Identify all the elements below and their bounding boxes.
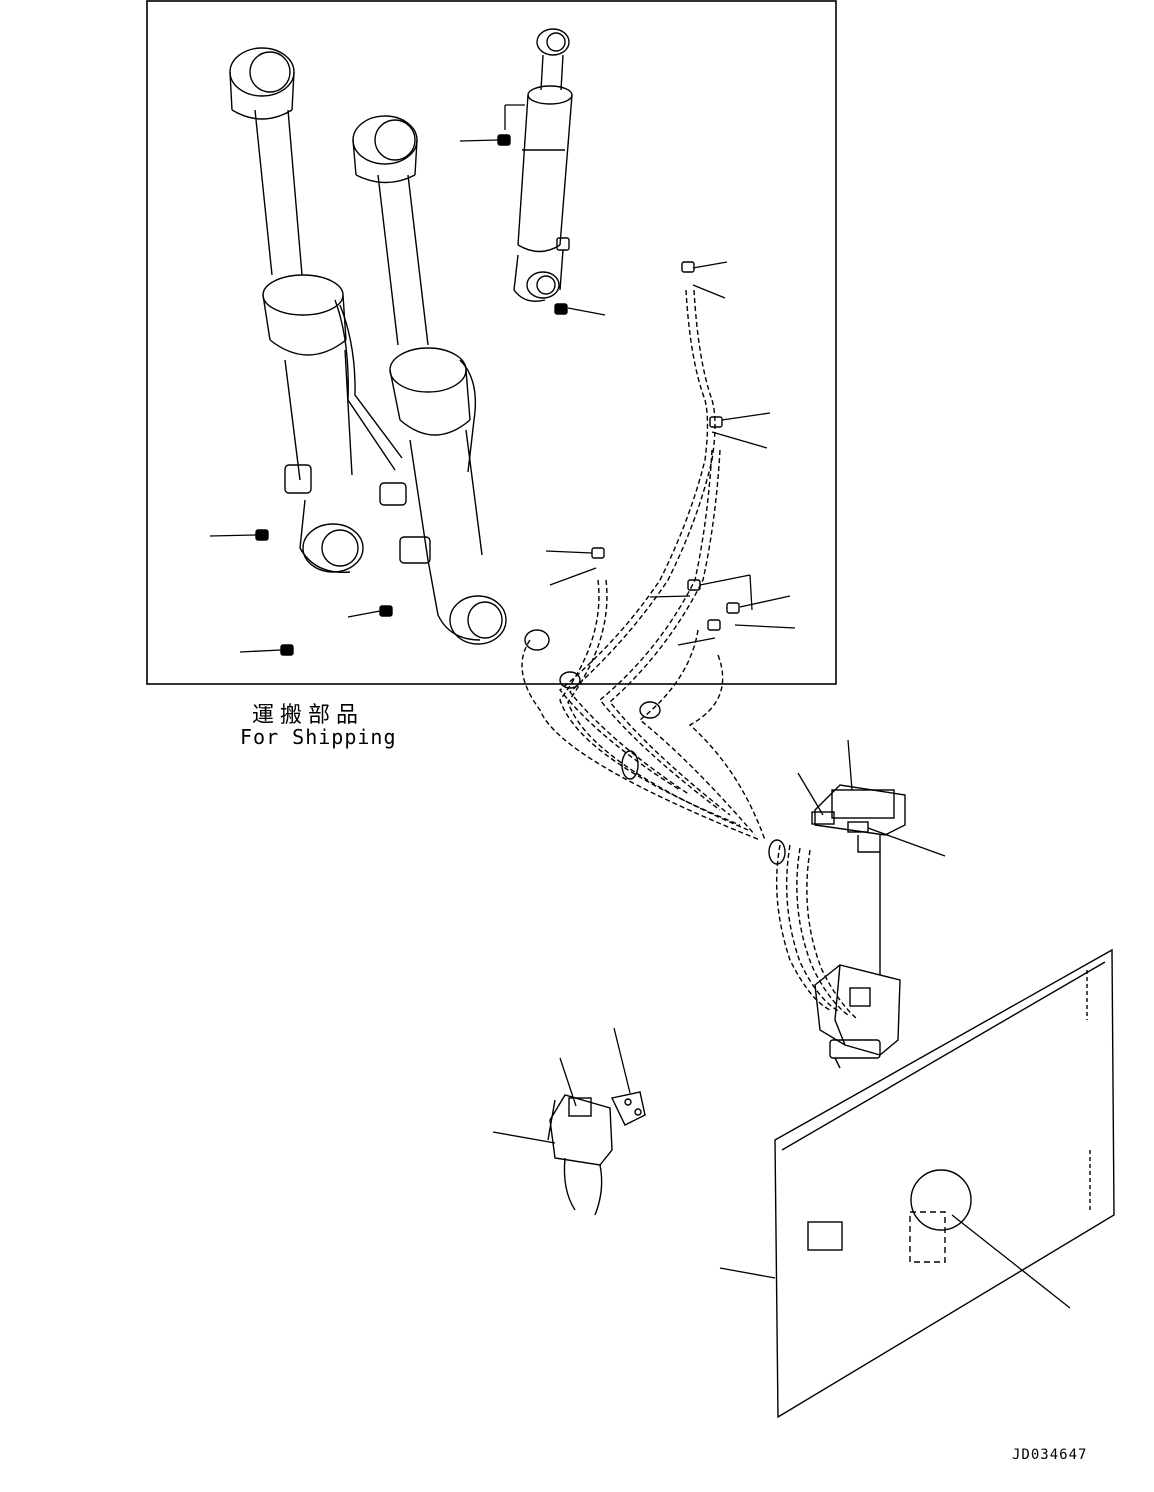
shipping-label-en: For Shipping [240, 725, 397, 749]
hose-clamps [524, 629, 786, 865]
shipping-label-jp: 運搬部品 [252, 703, 365, 728]
solenoid-bracket [547, 1091, 646, 1216]
hydraulic-hoses [521, 289, 857, 1019]
panel-plate [774, 948, 1115, 1419]
drawing-number: JD034647 [1012, 1447, 1088, 1463]
leader-lines [209, 104, 1071, 1309]
shipping-parts-frame [146, 0, 837, 685]
control-valve [814, 964, 901, 1069]
boom-cylinder-left [229, 47, 407, 573]
fittings [255, 134, 740, 656]
boom-cylinder-right [352, 115, 507, 645]
arm-cylinder [513, 28, 573, 302]
label-plate-upper [811, 784, 906, 975]
